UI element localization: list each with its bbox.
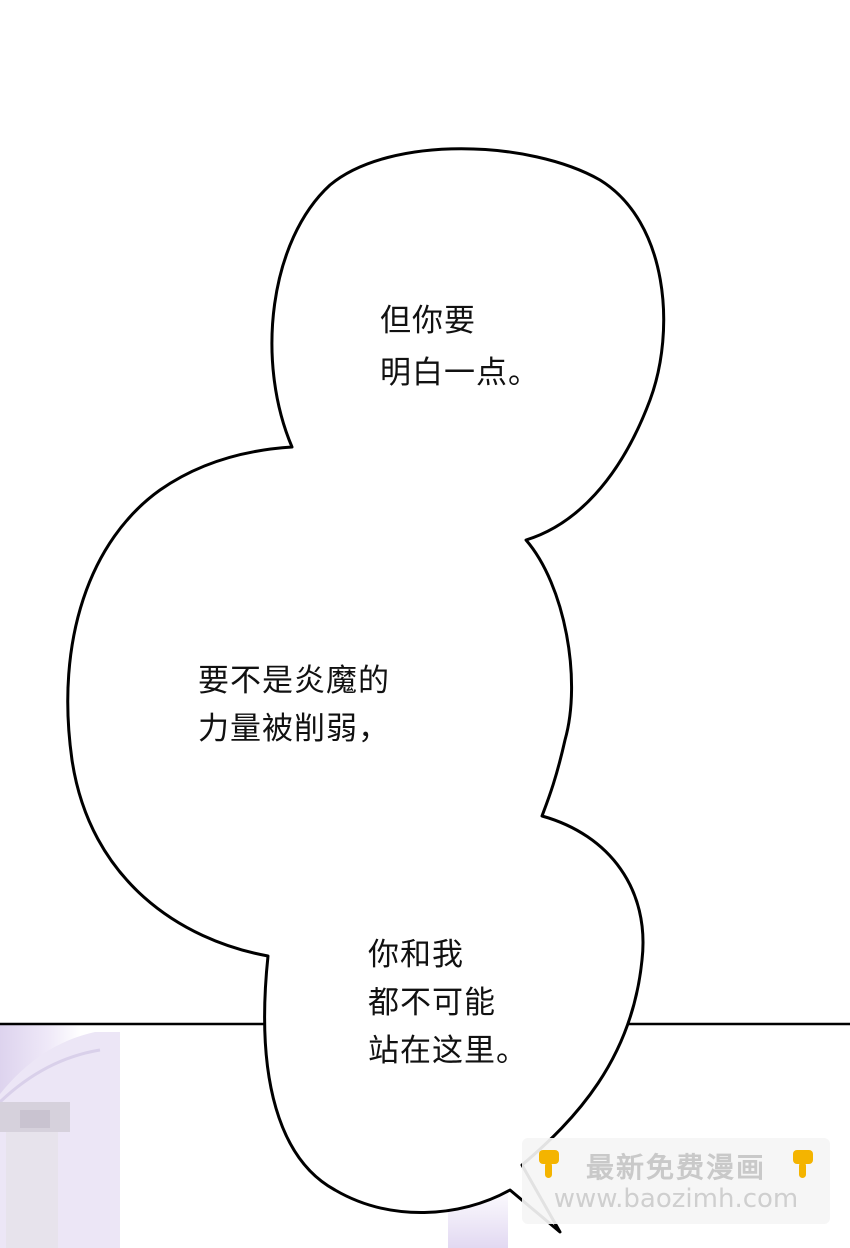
dialogue-line: 你和我 [368,937,464,973]
watermark-title: 最新免费漫画 [585,1151,766,1184]
dialogue-line: 明白一点。 [380,355,540,391]
watermark-badge[interactable]: 最新免费漫画 www.baozimh.com [522,1138,830,1224]
dialogue-line: 但你要 [380,303,476,339]
dialogue-line: 站在这里。 [368,1033,528,1069]
pointing-down-hand-icon [539,1150,559,1178]
dialogue-line: 要不是炎魔的 [198,663,390,699]
dialogue-line: 都不可能 [368,985,496,1021]
pointing-down-hand-icon [793,1150,813,1178]
watermark-url[interactable]: www.baozimh.com [553,1184,799,1214]
dialogue-line: 力量被削弱， [198,711,390,747]
